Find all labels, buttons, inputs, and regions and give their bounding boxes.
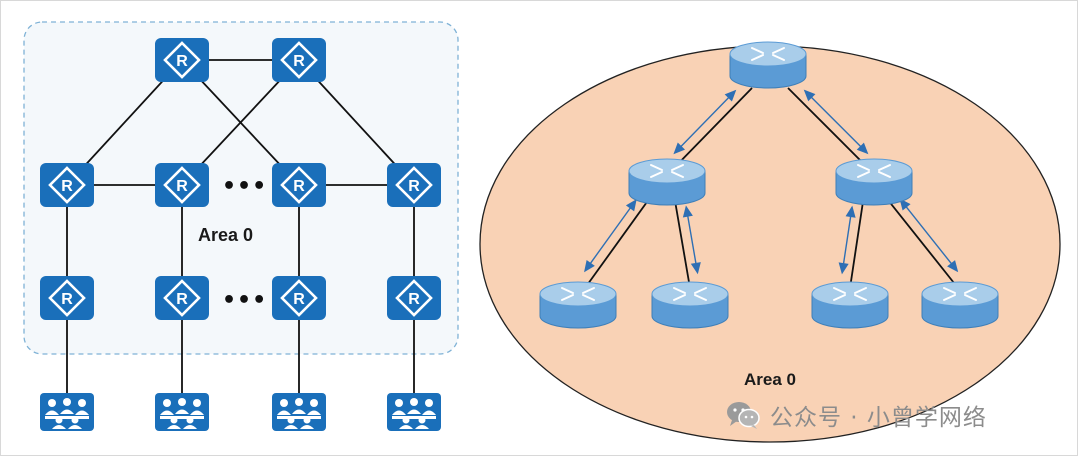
arrow-head	[947, 260, 959, 273]
right-links	[584, 87, 959, 289]
arrow-head	[856, 142, 869, 155]
ellipsis-row3: •••	[222, 288, 268, 313]
router-cylinder-icon	[729, 41, 807, 89]
arrow-head	[690, 262, 701, 275]
bidirectional-arrow-icon	[685, 206, 699, 273]
router-cylinder-icon	[921, 281, 999, 329]
router-cylinder-icon	[628, 158, 706, 206]
bidirectional-arrow-icon	[584, 200, 637, 272]
arrow-head	[899, 198, 911, 211]
router-r-icon	[385, 274, 443, 322]
arrow-head	[625, 199, 637, 212]
right-area-label: Area 0	[744, 370, 796, 389]
arrow-head	[673, 142, 686, 155]
arrow-head	[803, 89, 816, 102]
left-area-boundary	[23, 21, 459, 355]
router-r-icon	[270, 274, 328, 322]
arrow-head	[724, 89, 737, 102]
ellipsis-row2: •••	[222, 174, 268, 199]
left-user-groups	[40, 393, 441, 431]
left-area-label: Area 0	[198, 225, 254, 245]
watermark-text: 公众号 · 小曾学网络	[770, 405, 987, 431]
router-cylinder-icon	[835, 158, 913, 206]
router-r-icon	[38, 274, 96, 322]
user-group-icon	[387, 393, 441, 431]
router-cylinder-icon	[539, 281, 617, 329]
router-r-icon	[270, 36, 328, 84]
user-group-icon	[40, 393, 94, 431]
router-r-icon	[153, 274, 211, 322]
wechat-icon	[727, 402, 760, 429]
router-r-icon	[153, 36, 211, 84]
router-r-icon	[270, 161, 328, 209]
watermark: 公众号 · 小曾学网络	[726, 398, 987, 432]
router-r-icon	[385, 161, 443, 209]
arrow-head	[845, 205, 856, 218]
router-cylinder-icon	[811, 281, 889, 329]
right-arrows	[584, 89, 959, 275]
bidirectional-arrow-icon	[674, 90, 736, 154]
bidirectional-arrow-icon	[899, 199, 958, 272]
arrow-head	[682, 205, 693, 218]
router-r-icon	[38, 161, 96, 209]
router-cylinder-icon	[651, 281, 729, 329]
user-group-icon	[272, 393, 326, 431]
bidirectional-arrow-icon	[841, 207, 853, 273]
bidirectional-arrow-icon	[804, 90, 868, 154]
arrow-head	[584, 259, 595, 273]
user-group-icon	[155, 393, 209, 431]
router-r-icon	[153, 161, 211, 209]
arrow-head	[838, 262, 849, 275]
